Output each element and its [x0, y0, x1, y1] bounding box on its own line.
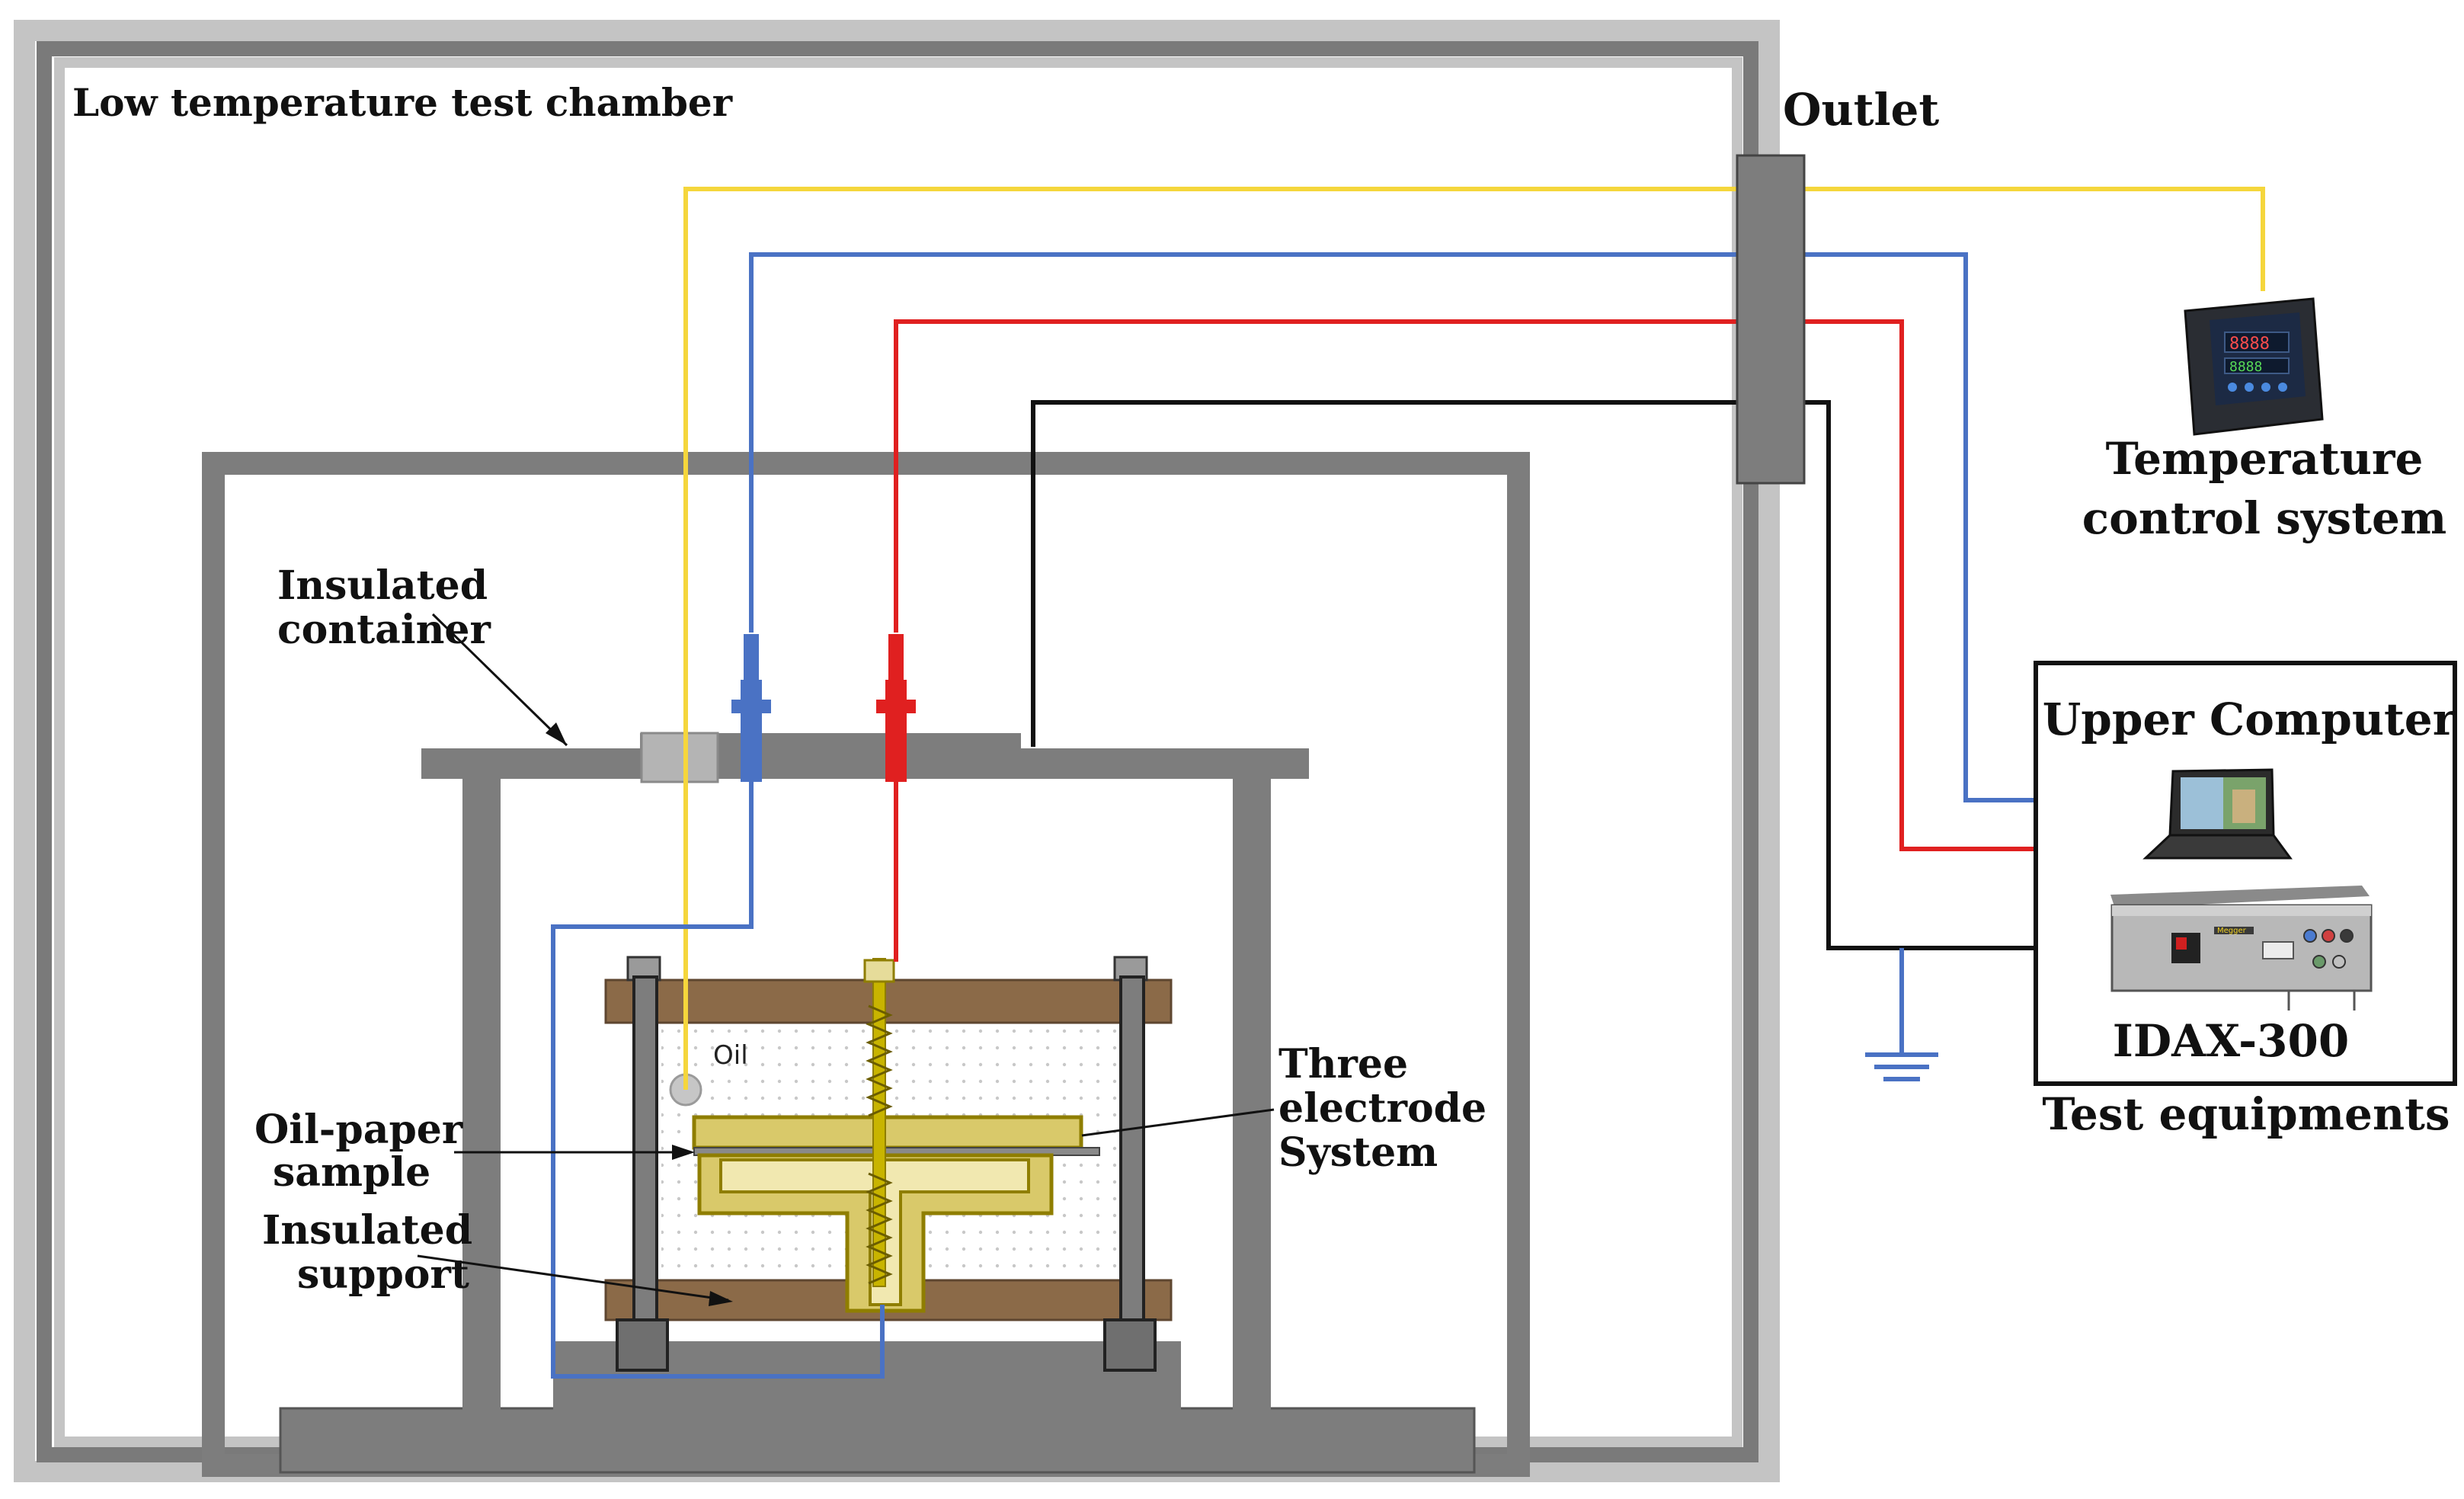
blue-probe-connector [731, 634, 771, 782]
oil-paper-sample-arrowhead [672, 1145, 695, 1160]
ground-symbol-icon [1865, 948, 1938, 1081]
insulated-container-arrow [431, 613, 568, 747]
three-electrode-label-line1: Three [1278, 1041, 1408, 1087]
temperature-controller-icon: 8888 8888 [2184, 297, 2324, 436]
three-electrode-system [692, 958, 1100, 1313]
insulated-container-arrowhead [546, 722, 567, 745]
blue-wire [749, 252, 2036, 802]
insulated-support-label-line2: support [297, 1251, 469, 1298]
insulated-container-label-line1: Insulated [277, 562, 488, 609]
svg-text:Megger: Megger [2217, 927, 2247, 935]
temperature-control-label-line2: control system [2082, 492, 2447, 544]
oil-paper-sample-label-line2: sample [273, 1149, 430, 1196]
outlet-block [1736, 154, 1806, 485]
black-wire [1031, 400, 2036, 950]
laptop-icon [2142, 768, 2293, 860]
insulated-support-label-line1: Insulated [262, 1207, 472, 1254]
three-electrode-label-line2: electrode [1278, 1085, 1486, 1132]
chamber-label: Low temperature test chamber [72, 80, 733, 125]
oil-label: Oil [713, 1040, 748, 1071]
oil-paper-sample-label-line1: Oil-paper [254, 1107, 463, 1153]
sensor-port [640, 732, 719, 783]
yellow-wire [683, 187, 2265, 1090]
base-plate [279, 1407, 1476, 1474]
svg-text:8888: 8888 [2229, 359, 2262, 375]
outlet-label: Outlet [1783, 84, 1939, 136]
temperature-control-label-line1: Temperature [2106, 433, 2424, 485]
insulated-support-arrowhead [709, 1291, 733, 1306]
insulated-container-label-line2: container [277, 607, 491, 653]
red-wire [894, 319, 2036, 851]
support-posts [616, 956, 1157, 1372]
idax-300-label: IDAX-300 [2113, 1015, 2350, 1067]
test-equipments-label: Test equipments [2042, 1088, 2450, 1140]
upper-computer-label: Upper Computer [2043, 693, 2457, 745]
insulated-support-arrow [417, 1254, 729, 1302]
three-electrode-label-line3: System [1278, 1129, 1438, 1176]
test-equipments-box [2034, 661, 2457, 1086]
idax-300-analyzer-icon: Megger [2110, 886, 2373, 1011]
svg-text:8888: 8888 [2229, 335, 2270, 354]
three-electrode-pointer [1081, 1108, 1275, 1137]
red-probe-connector [876, 634, 916, 782]
